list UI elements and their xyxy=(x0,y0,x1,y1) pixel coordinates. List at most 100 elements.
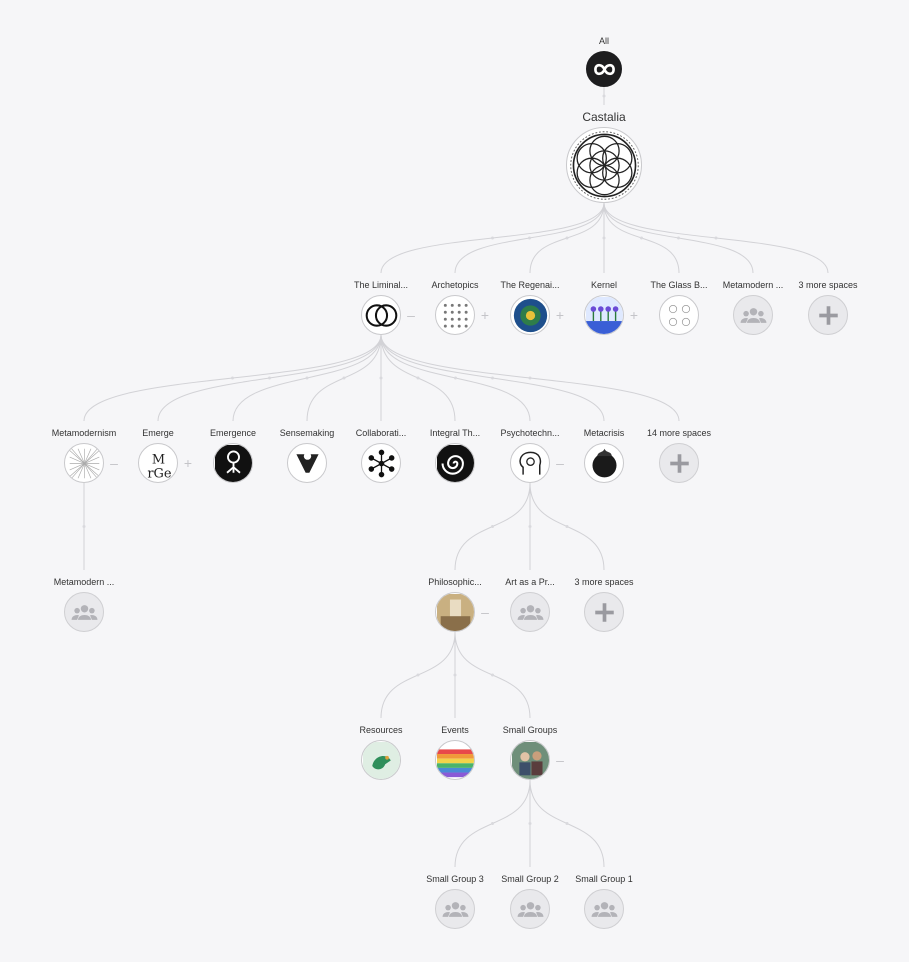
node-more1[interactable] xyxy=(808,295,848,335)
collapse-toggle[interactable]: – xyxy=(407,307,415,323)
edge-dot xyxy=(454,376,457,380)
collapse-toggle[interactable]: – xyxy=(556,752,564,768)
node-sg3[interactable] xyxy=(435,889,475,929)
node-kernel[interactable] xyxy=(584,295,624,335)
expand-toggle[interactable]: + xyxy=(629,307,639,323)
edge-dot xyxy=(640,236,643,240)
edge-dot xyxy=(528,525,532,528)
node-metamodern2[interactable] xyxy=(64,592,104,632)
node-emergence[interactable] xyxy=(213,443,253,483)
node-label-more2: 14 more spaces xyxy=(646,428,712,438)
node-label-sg3: Small Group 3 xyxy=(426,874,484,884)
node-label-emergence: Emergence xyxy=(209,428,257,438)
node-metamodern1[interactable] xyxy=(733,295,773,335)
head-flower-icon xyxy=(512,445,549,482)
node-label-events: Events xyxy=(441,725,469,735)
spiral-icon xyxy=(436,444,474,482)
node-metamodernism[interactable] xyxy=(64,443,104,483)
users-icon xyxy=(512,594,549,631)
collapse-toggle[interactable]: – xyxy=(110,455,118,471)
emergence-tree-icon xyxy=(214,444,252,482)
node-label-metamodern1: Metamodern ... xyxy=(722,280,784,290)
node-label-resources: Resources xyxy=(359,725,403,735)
users-icon xyxy=(66,594,103,631)
painting-icon xyxy=(436,593,474,631)
calendar-icon xyxy=(436,742,474,779)
edge-dot xyxy=(231,376,234,380)
collapse-toggle[interactable]: – xyxy=(481,604,489,620)
node-psycho[interactable] xyxy=(510,443,550,483)
node-label-sg2: Small Group 2 xyxy=(501,874,559,884)
symbol-grid-icon xyxy=(437,297,474,334)
node-integral[interactable] xyxy=(435,443,475,483)
node-castalia[interactable] xyxy=(566,127,642,203)
node-label-all: All xyxy=(598,36,610,46)
flower-of-life-icon xyxy=(568,129,641,202)
users-icon xyxy=(586,891,623,928)
node-events[interactable] xyxy=(435,740,475,780)
network-icon xyxy=(363,445,400,482)
node-collab[interactable] xyxy=(361,443,401,483)
glass-bead-icon xyxy=(661,297,698,334)
node-more2[interactable] xyxy=(659,443,699,483)
edge-dot xyxy=(677,236,680,240)
edge-dot xyxy=(714,236,718,240)
node-metacrisis[interactable] xyxy=(584,443,624,483)
node-label-collab: Collaborati... xyxy=(355,428,407,438)
expand-toggle[interactable]: + xyxy=(480,307,490,323)
users-icon xyxy=(437,891,474,928)
expand-toggle[interactable]: + xyxy=(183,455,193,471)
edge-dot xyxy=(342,376,346,380)
bird-icon xyxy=(362,741,400,779)
node-label-sensemaking: Sensemaking xyxy=(279,428,335,438)
edge-dot xyxy=(268,376,271,380)
node-label-integral: Integral Th... xyxy=(429,428,481,438)
node-resources[interactable] xyxy=(361,740,401,780)
edge-dot xyxy=(528,376,532,380)
node-smallgroups[interactable] xyxy=(510,740,550,780)
node-regenai[interactable] xyxy=(510,295,550,335)
svg-text:M: M xyxy=(151,452,164,467)
edge-dot xyxy=(305,376,309,380)
node-label-artas: Art as a Pr... xyxy=(505,577,555,587)
plus-icon xyxy=(810,297,847,334)
node-artas[interactable] xyxy=(510,592,550,632)
node-liminal[interactable] xyxy=(361,295,401,335)
edge-dot xyxy=(602,94,606,98)
node-more3[interactable] xyxy=(584,592,624,632)
node-sg2[interactable] xyxy=(510,889,550,929)
node-label-liminal: The Liminal... xyxy=(353,280,409,290)
edge-dot xyxy=(491,376,494,380)
collapse-toggle[interactable]: – xyxy=(556,455,564,471)
node-label-sg1: Small Group 1 xyxy=(575,874,633,884)
node-label-metamodern2: Metamodern ... xyxy=(53,577,115,587)
node-all[interactable] xyxy=(586,51,622,87)
node-label-archetopics: Archetopics xyxy=(431,280,479,290)
node-label-smallgroups: Small Groups xyxy=(502,725,558,735)
node-label-castalia: Castalia xyxy=(582,110,626,124)
node-label-more1: 3 more spaces xyxy=(798,280,858,290)
node-label-metamodernism: Metamodernism xyxy=(51,428,117,438)
plus-icon xyxy=(661,445,698,482)
edge-dot xyxy=(565,236,569,240)
svg-text:rGe: rGe xyxy=(147,466,172,481)
kernel-garden-icon xyxy=(585,296,623,334)
node-philosophic[interactable] xyxy=(435,592,475,632)
node-sg1[interactable] xyxy=(584,889,624,929)
expand-toggle[interactable]: + xyxy=(555,307,565,323)
node-label-emerge: Emerge xyxy=(142,428,174,438)
node-sensemaking[interactable] xyxy=(287,443,327,483)
edge-dot xyxy=(453,673,457,677)
burning-earth-icon xyxy=(586,445,623,482)
edge-dot xyxy=(491,525,494,528)
node-label-philosophic: Philosophic... xyxy=(428,577,482,587)
edge-dot xyxy=(416,376,420,380)
edge-dot xyxy=(491,822,494,825)
node-glassb[interactable] xyxy=(659,295,699,335)
node-archetopics[interactable] xyxy=(435,295,475,335)
edge-dot xyxy=(82,525,86,528)
edge-dot xyxy=(565,525,569,528)
